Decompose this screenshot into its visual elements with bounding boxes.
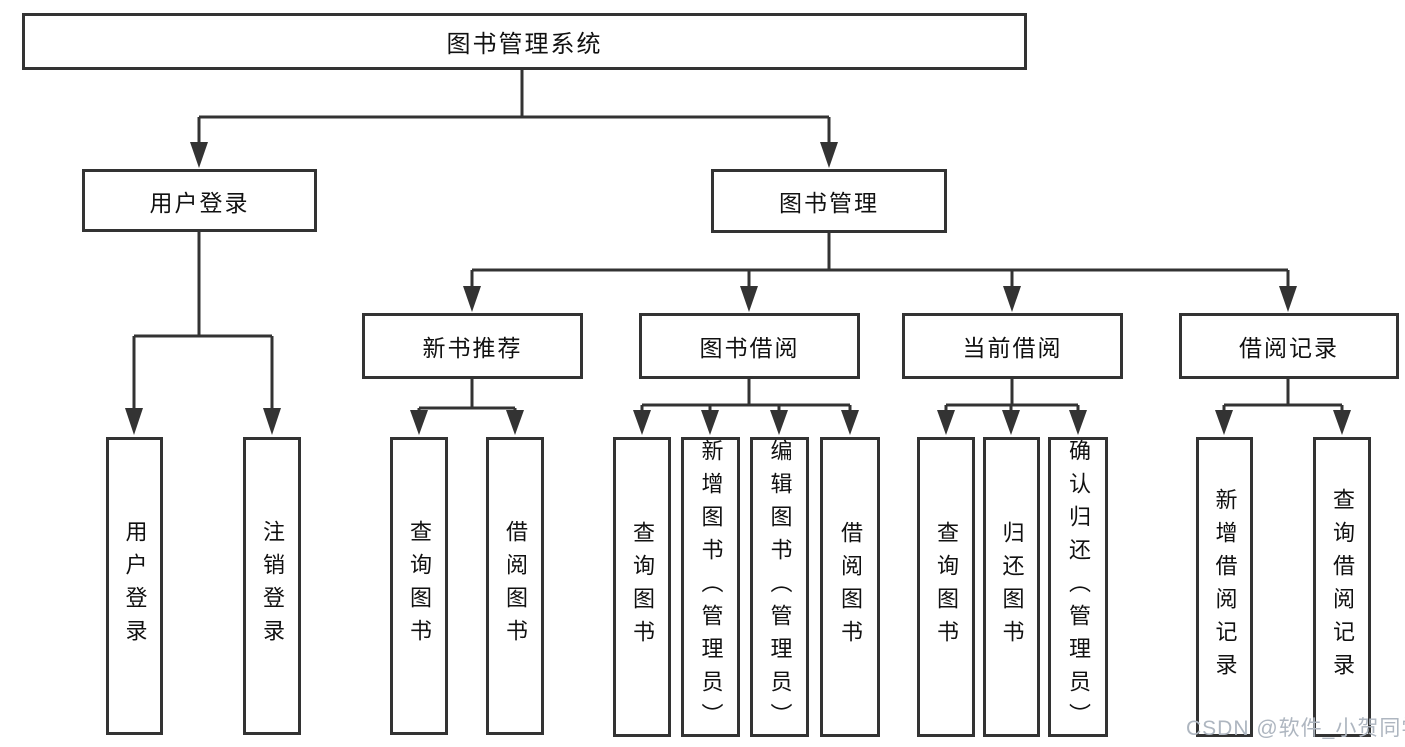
leaf-query-books-1: 查询图书 (390, 437, 448, 735)
leaf-confirm-return-admin: 确认归还（管理员） (1048, 437, 1108, 737)
node-borrow-records: 借阅记录 (1179, 313, 1399, 379)
leaf-add-books-admin: 新增图书（管理员） (681, 437, 740, 737)
leaf-logout-label: 注销登录 (260, 520, 285, 652)
leaf-edit-books-admin: 编辑图书（管理员） (750, 437, 809, 737)
node-root-label: 图书管理系统 (446, 31, 603, 58)
leaf-return-books: 归还图书 (983, 437, 1040, 737)
node-user-login: 用户登录 (82, 169, 317, 232)
leaf-add-borrow-record: 新增借阅记录 (1196, 437, 1253, 737)
node-new-book-recommend: 新书推荐 (362, 313, 583, 379)
node-book-management: 图书管理 (711, 169, 947, 233)
leaf-query-borrow-record-label: 查询借阅记录 (1330, 488, 1355, 686)
node-user-login-label: 用户登录 (149, 189, 250, 216)
leaf-add-books-admin-label: 新增图书（管理员） (698, 438, 724, 736)
leaf-user-login: 用户登录 (106, 437, 163, 735)
leaf-borrow-books-2-label: 借阅图书 (838, 521, 863, 653)
leaf-query-books-3: 查询图书 (917, 437, 975, 737)
node-book-management-label: 图书管理 (779, 190, 879, 216)
leaf-logout: 注销登录 (243, 437, 301, 735)
node-current-borrow-label: 当前借阅 (962, 335, 1063, 361)
leaf-add-borrow-record-label: 新增借阅记录 (1212, 488, 1238, 686)
csdn-watermark: CSDN @软件_小贺同学 (1186, 717, 1405, 740)
leaf-borrow-books-1: 借阅图书 (486, 437, 544, 735)
leaf-query-books-3-label: 查询图书 (934, 521, 959, 653)
leaf-query-books-1-label: 查询图书 (407, 520, 432, 652)
leaf-borrow-books-2: 借阅图书 (820, 437, 880, 737)
node-book-borrow-label: 图书借阅 (699, 335, 800, 361)
leaf-edit-books-admin-label: 编辑图书（管理员） (767, 438, 793, 736)
leaf-borrow-books-1-label: 借阅图书 (503, 520, 528, 652)
node-book-borrow: 图书借阅 (639, 313, 860, 379)
node-new-book-recommend-label: 新书推荐 (422, 335, 523, 361)
leaf-return-books-label: 归还图书 (999, 521, 1025, 653)
node-root-system: 图书管理系统 (22, 13, 1027, 70)
leaf-query-books-2-label: 查询图书 (630, 521, 655, 653)
leaf-query-borrow-record: 查询借阅记录 (1313, 437, 1371, 737)
leaf-query-books-2: 查询图书 (613, 437, 671, 737)
leaf-confirm-return-admin-label: 确认归还（管理员） (1066, 438, 1091, 736)
leaf-user-login-label: 用户登录 (122, 520, 148, 652)
node-borrow-records-label: 借阅记录 (1239, 335, 1339, 361)
node-current-borrow: 当前借阅 (902, 313, 1123, 379)
